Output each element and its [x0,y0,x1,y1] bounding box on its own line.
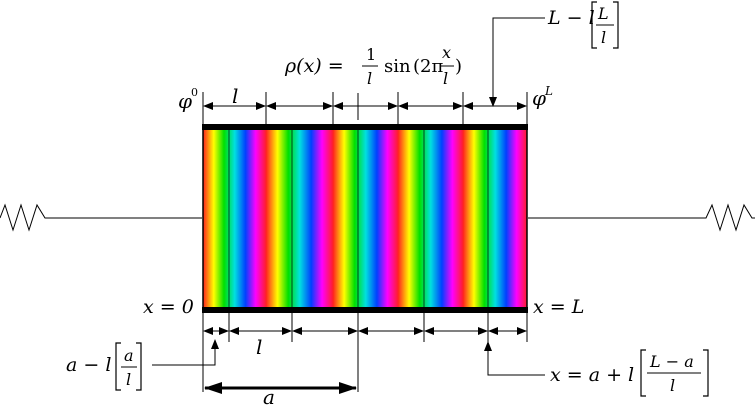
rho-sin: sin [384,56,411,77]
phi-left-sup: 0 [191,86,198,99]
bottom-left-formula: a − l a l [66,342,142,391]
bottom-left-leader [152,339,219,366]
br-bracket-left [640,349,646,397]
phi-left-label: φ [178,89,192,113]
rho-formula: ρ(x) = 1 l sin (2π x l ) [284,43,462,88]
tr-num: L [597,4,609,23]
period-label-top: l [232,84,238,108]
bottom-plate [202,307,528,313]
phi-right-sup: L [544,84,553,98]
rho-inner-num: x [442,43,451,62]
period-label-bottom: l [256,335,262,359]
rho-inner-den: l [443,69,448,88]
top-right-formula: L − l L l [547,1,619,49]
rho-frac-den: l [367,69,372,88]
br-den: l [670,376,675,395]
a-label: a [263,385,275,405]
top-right-leader [489,17,545,107]
bl-lhs: a − l [66,354,111,376]
rho-frac-num: 1 [366,45,376,64]
rainbow-band [463,130,528,307]
bottom-right-formula: x = a + l L − a l [550,349,709,397]
br-lhs: x = a + l [550,364,634,386]
bottom-right-leader [484,341,545,376]
bl-bracket-right [136,342,142,391]
tr-bracket-right [613,1,619,49]
bl-den: l [126,370,131,389]
rainbow-band [398,130,464,307]
bl-bracket-left [115,342,121,391]
rainbow-band [333,130,399,307]
rho-close: ) [455,56,462,77]
tr-bracket-left [591,1,597,49]
rainbow-band [266,130,334,307]
tr-lhs: L − l [547,7,595,29]
rainbow-bands [203,130,528,307]
top-period-arrows [202,92,528,124]
br-num: L − a [649,352,694,371]
phi-right-label: φ [532,86,546,110]
right-spring [528,203,755,232]
band-dividers [228,130,489,307]
x-zero-label: x = 0 [143,296,194,318]
x-L-label: x = L [533,296,584,318]
tr-den: l [601,28,606,47]
bottom-period-arrows [202,313,528,342]
bl-num: a [124,346,134,365]
top-plate [202,124,528,130]
rainbow-band [203,130,267,307]
br-bracket-right [703,349,709,397]
rho-lhs: ρ(x) = [284,55,344,77]
rho-open: (2π [413,56,443,77]
left-spring [0,203,202,232]
